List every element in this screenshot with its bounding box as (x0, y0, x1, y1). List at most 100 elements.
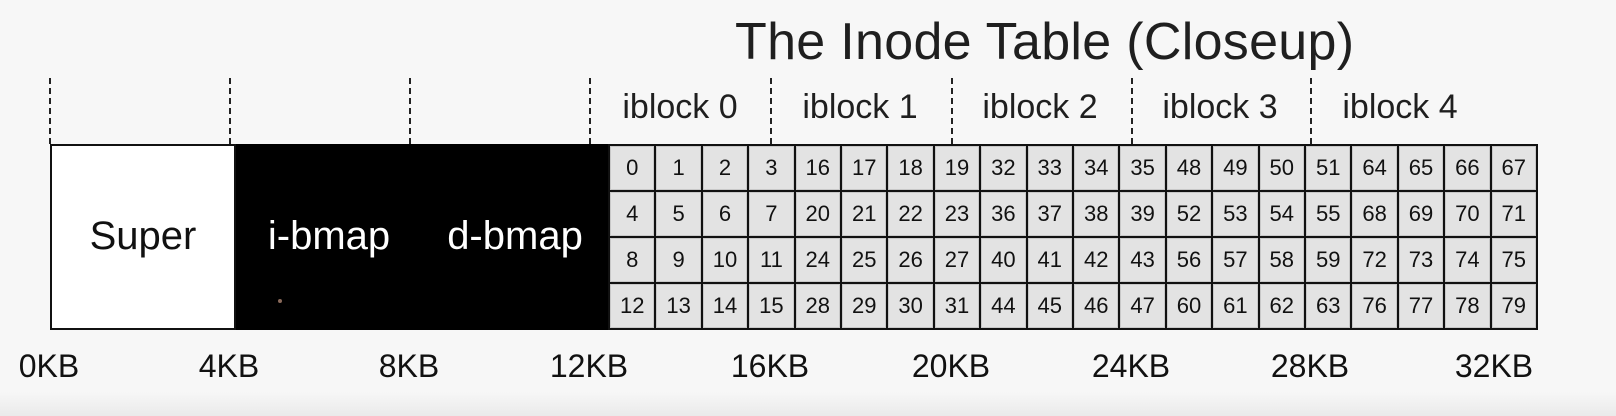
inode-cell: 60 (1166, 284, 1212, 328)
inode-cell: 10 (702, 238, 748, 282)
iblock-label: iblock 0 (622, 88, 738, 126)
inode-cell: 74 (1445, 238, 1490, 282)
boundary-dash-4kb (229, 78, 231, 144)
inode-cell: 77 (1398, 284, 1444, 328)
inode-cell: 75 (1491, 238, 1536, 282)
inode-cell: 18 (888, 146, 933, 190)
boundary-dash-8kb (409, 78, 411, 144)
data-bitmap-label: d-bmap (447, 214, 583, 258)
inode-cell: 44 (981, 284, 1026, 328)
inode-cell: 19 (934, 146, 980, 190)
inode-cell: 32 (981, 146, 1026, 190)
inode-cell: 64 (1352, 146, 1397, 190)
inode-cell: 27 (934, 238, 980, 282)
inode-cell: 36 (981, 192, 1026, 236)
offset-label: 16KB (730, 348, 810, 384)
boundary-dash-24kb (1131, 78, 1133, 144)
inode-cell: 45 (1027, 284, 1072, 328)
inode-cell: 65 (1398, 146, 1444, 190)
inode-cell: 58 (1259, 238, 1304, 282)
inode-cell: 1 (656, 146, 701, 190)
inode-cell: 55 (1306, 192, 1351, 236)
inode-cell: 16 (795, 146, 840, 190)
inode-cell: 49 (1213, 146, 1258, 190)
inode-cell: 31 (934, 284, 980, 328)
inode-cell: 3 (749, 146, 794, 190)
inode-cell: 79 (1491, 284, 1536, 328)
inode-cell: 50 (1259, 146, 1304, 190)
inode-cell: 56 (1166, 238, 1212, 282)
inode-cell: 9 (656, 238, 701, 282)
boundary-dash-20kb (951, 78, 953, 144)
inode-cell: 69 (1398, 192, 1444, 236)
inode-cell: 6 (702, 192, 748, 236)
inode-cell: 26 (888, 238, 933, 282)
inode-cell: 38 (1074, 192, 1119, 236)
boundary-dash-0kb (49, 78, 51, 144)
diagram-title: The Inode Table (Closeup) (735, 13, 1355, 71)
inode-cell: 0 (610, 146, 655, 190)
boundary-dash-16kb (770, 78, 772, 144)
inode-cell: 52 (1166, 192, 1212, 236)
inode-cell: 37 (1027, 192, 1072, 236)
inode-cell: 24 (795, 238, 840, 282)
inode-cell: 28 (795, 284, 840, 328)
boundary-dash-28kb (1310, 78, 1312, 144)
inode-cell: 57 (1213, 238, 1258, 282)
inode-cell: 20 (795, 192, 840, 236)
inode-cell: 71 (1491, 192, 1536, 236)
inode-cell: 59 (1306, 238, 1351, 282)
inode-cell: 25 (842, 238, 887, 282)
inode-cell: 34 (1074, 146, 1119, 190)
bottom-band (0, 392, 1616, 416)
offset-label: 4KB (198, 348, 260, 384)
offset-label: 28KB (1270, 348, 1350, 384)
inode-cell: 41 (1027, 238, 1072, 282)
inode-cell: 63 (1306, 284, 1351, 328)
stray-dot (278, 299, 282, 303)
inode-cell: 73 (1398, 238, 1444, 282)
inode-cell: 70 (1445, 192, 1490, 236)
inode-cell: 22 (888, 192, 933, 236)
inode-cell: 61 (1213, 284, 1258, 328)
inode-cell: 23 (934, 192, 980, 236)
inode-cell: 21 (842, 192, 887, 236)
iblock-label: iblock 3 (1162, 88, 1278, 126)
inode-cell: 66 (1445, 146, 1490, 190)
inode-cell: 67 (1491, 146, 1536, 190)
inode-cell: 51 (1306, 146, 1351, 190)
inode-cell: 42 (1074, 238, 1119, 282)
inode-cell: 68 (1352, 192, 1397, 236)
inode-cell: 76 (1352, 284, 1397, 328)
inode-cell: 13 (656, 284, 701, 328)
offset-label: 32KB (1454, 348, 1534, 384)
iblock-label: iblock 4 (1342, 88, 1458, 126)
offset-label: 24KB (1091, 348, 1171, 384)
inode-cell: 8 (610, 238, 655, 282)
inode-cell: 78 (1445, 284, 1490, 328)
inode-cell: 12 (610, 284, 655, 328)
inode-cell: 46 (1074, 284, 1119, 328)
inode-cell: 2 (702, 146, 748, 190)
inode-cell: 15 (749, 284, 794, 328)
inode-cell: 14 (702, 284, 748, 328)
offset-label: 12KB (549, 348, 629, 384)
inode-cell: 30 (888, 284, 933, 328)
inode-cell: 33 (1027, 146, 1072, 190)
inode-cell: 62 (1259, 284, 1304, 328)
superblock-label: Super (89, 214, 197, 258)
inode-cell: 7 (749, 192, 794, 236)
iblock-label: iblock 2 (982, 88, 1098, 126)
inode-cell: 48 (1166, 146, 1212, 190)
offset-label: 20KB (911, 348, 991, 384)
inode-cell: 29 (842, 284, 887, 328)
inode-cell: 43 (1120, 238, 1165, 282)
offset-label: 0KB (18, 348, 80, 384)
bitmap-region (236, 144, 608, 330)
inode-cell: 17 (842, 146, 887, 190)
boundary-dash-12kb (589, 78, 591, 144)
offset-label: 8KB (378, 348, 440, 384)
inode-cell: 53 (1213, 192, 1258, 236)
